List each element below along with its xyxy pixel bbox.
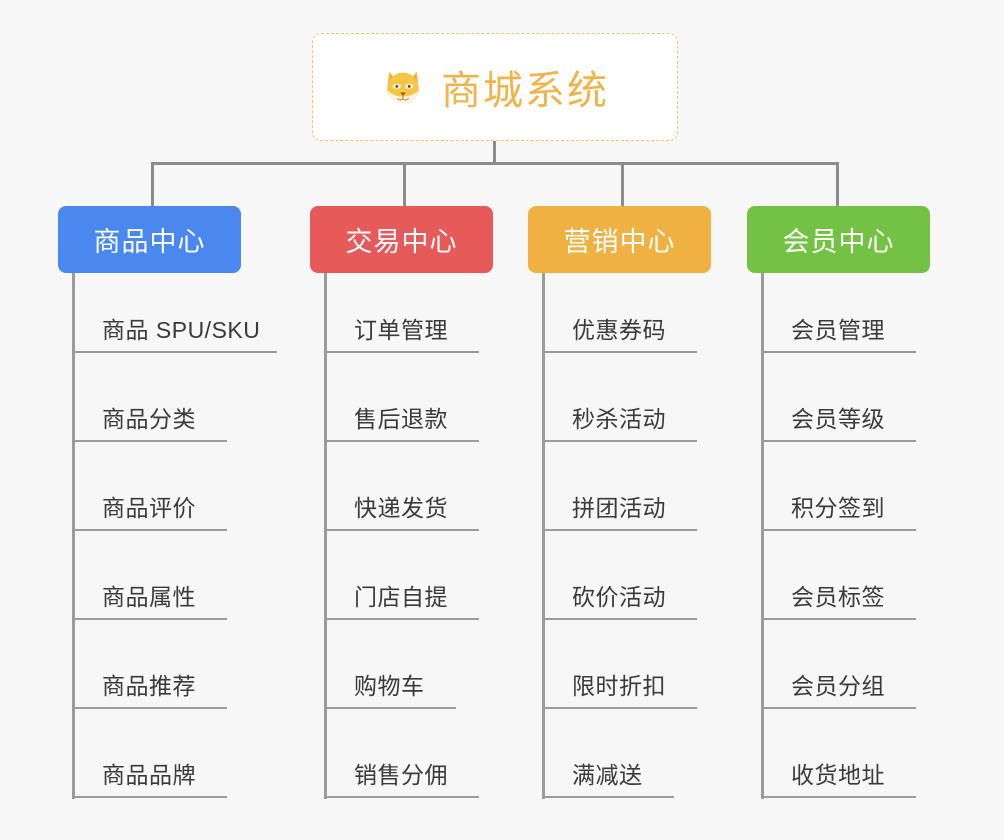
leaf-item[interactable]: 满减送 <box>542 709 674 798</box>
leaf-item[interactable]: 售后退款 <box>324 353 479 442</box>
leaf-item[interactable]: 商品 SPU/SKU <box>72 264 277 353</box>
leaf-rule <box>72 529 227 531</box>
leaf-rule <box>761 618 916 620</box>
leaf-rule <box>324 529 479 531</box>
leaf-rule <box>761 796 916 798</box>
leaf-rule <box>324 440 479 442</box>
branch-drop-connector-3 <box>621 162 624 206</box>
leaf-rule <box>72 618 227 620</box>
leaf-rule <box>324 618 479 620</box>
leaf-label: 快递发货 <box>354 495 448 521</box>
category-box-会员中心[interactable]: 会员中心 <box>747 206 930 273</box>
leaf-label: 商品 SPU/SKU <box>102 317 261 343</box>
root-node[interactable]: 商城系统 <box>312 33 678 141</box>
leaf-rule <box>542 440 697 442</box>
leaf-label: 收货地址 <box>791 762 885 788</box>
leaf-label: 优惠券码 <box>572 317 666 343</box>
category-label: 交易中心 <box>345 227 458 257</box>
leaf-item[interactable]: 订单管理 <box>324 264 479 353</box>
leaf-item[interactable]: 积分签到 <box>761 442 916 531</box>
leaf-item[interactable]: 购物车 <box>324 620 456 709</box>
leaf-label: 积分签到 <box>791 495 885 521</box>
leaf-rule <box>72 707 227 709</box>
leaf-label: 秒杀活动 <box>572 406 666 432</box>
leaf-rule <box>324 707 456 709</box>
branch-spine-2 <box>324 273 327 799</box>
leaf-rule <box>542 707 697 709</box>
leaf-item[interactable]: 门店自提 <box>324 531 479 620</box>
leaf-label: 限时折扣 <box>572 673 666 699</box>
leaf-label: 订单管理 <box>354 317 448 343</box>
leaf-label: 商品品牌 <box>102 762 196 788</box>
leaf-label: 商品属性 <box>102 584 196 610</box>
branch-spine-4 <box>761 273 764 799</box>
leaf-item[interactable]: 秒杀活动 <box>542 353 697 442</box>
branch-drop-connector-1 <box>151 162 154 206</box>
leaf-rule <box>542 529 697 531</box>
category-box-商品中心[interactable]: 商品中心 <box>58 206 241 273</box>
leaf-item[interactable]: 快递发货 <box>324 442 479 531</box>
leaf-rule <box>761 351 916 353</box>
leaf-label: 门店自提 <box>354 584 448 610</box>
leaf-label: 购物车 <box>354 673 425 699</box>
leaf-item[interactable]: 会员分组 <box>761 620 916 709</box>
leaf-item[interactable]: 商品分类 <box>72 353 227 442</box>
leaf-item[interactable]: 商品推荐 <box>72 620 227 709</box>
leaf-item[interactable]: 砍价活动 <box>542 531 697 620</box>
leaf-item[interactable]: 商品品牌 <box>72 709 227 798</box>
leaf-label: 会员管理 <box>791 317 885 343</box>
leaf-item[interactable]: 商品属性 <box>72 531 227 620</box>
leaf-item[interactable]: 会员等级 <box>761 353 916 442</box>
leaf-item[interactable]: 商品评价 <box>72 442 227 531</box>
leaf-label: 砍价活动 <box>572 584 666 610</box>
leaf-item[interactable]: 限时折扣 <box>542 620 697 709</box>
leaf-label: 会员分组 <box>791 673 885 699</box>
leaf-label: 售后退款 <box>354 406 448 432</box>
leaf-rule <box>761 529 916 531</box>
leaf-label: 商品分类 <box>102 406 196 432</box>
leaf-item[interactable]: 销售分佣 <box>324 709 479 798</box>
leaf-item[interactable]: 收货地址 <box>761 709 916 798</box>
leaf-label: 销售分佣 <box>354 762 448 788</box>
leaf-label: 商品推荐 <box>102 673 196 699</box>
leaf-item[interactable]: 会员标签 <box>761 531 916 620</box>
root-stem-connector <box>493 141 496 164</box>
branch-bus-connector <box>151 162 839 165</box>
leaf-label: 商品评价 <box>102 495 196 521</box>
branch-spine-1 <box>72 273 75 799</box>
leaf-item[interactable]: 拼团活动 <box>542 442 697 531</box>
leaf-item[interactable]: 会员管理 <box>761 264 916 353</box>
category-label: 会员中心 <box>782 227 895 257</box>
leaf-rule <box>72 796 227 798</box>
root-title: 商城系统 <box>441 69 609 113</box>
category-box-营销中心[interactable]: 营销中心 <box>528 206 711 273</box>
branch-spine-3 <box>542 273 545 799</box>
leaf-label: 会员等级 <box>791 406 885 432</box>
branch-drop-connector-2 <box>403 162 406 206</box>
leaf-item[interactable]: 优惠券码 <box>542 264 697 353</box>
leaf-label: 会员标签 <box>791 584 885 610</box>
leaf-label: 满减送 <box>572 762 643 788</box>
leaf-rule <box>324 351 479 353</box>
leaf-rule <box>761 440 916 442</box>
category-box-交易中心[interactable]: 交易中心 <box>310 206 493 273</box>
leaf-rule <box>761 707 916 709</box>
leaf-rule <box>72 351 277 353</box>
leaf-label: 拼团活动 <box>572 495 666 521</box>
category-label: 商品中心 <box>93 227 206 257</box>
leaf-rule <box>542 618 697 620</box>
leaf-rule <box>542 351 697 353</box>
branch-drop-connector-4 <box>836 162 839 206</box>
category-label: 营销中心 <box>563 227 676 257</box>
leaf-rule <box>542 796 674 798</box>
leaf-rule <box>324 796 479 798</box>
leaf-rule <box>72 440 227 442</box>
dog-face-icon <box>381 64 427 110</box>
